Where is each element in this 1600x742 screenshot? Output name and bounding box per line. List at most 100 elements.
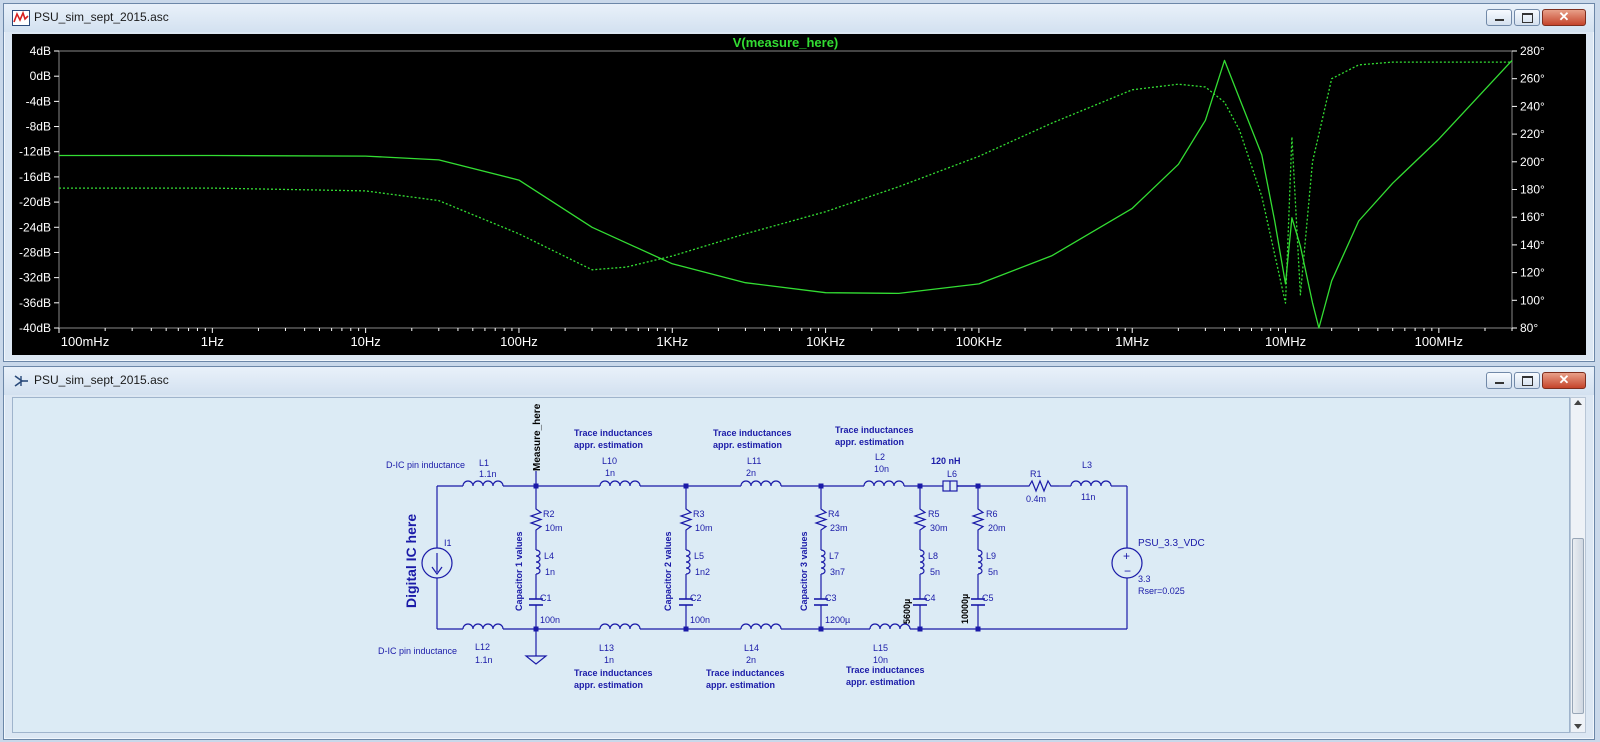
junction-node — [533, 483, 539, 489]
close-icon: ✕ — [1558, 372, 1570, 387]
inductor-L11[interactable] — [740, 480, 782, 487]
component-value-L7: 3n7 — [830, 567, 845, 577]
x-tick-label: 10KHz — [806, 334, 845, 349]
inductor-L6[interactable] — [942, 480, 958, 492]
plot-window-titlebar[interactable]: PSU_sim_sept_2015.asc ✕ — [4, 4, 1594, 32]
component-value-L4: 1n — [545, 567, 555, 577]
y-left-tick-label: -24dB — [19, 220, 51, 234]
resistor-R4[interactable] — [814, 506, 828, 534]
close-button[interactable]: ✕ — [1542, 9, 1586, 26]
current-source-I1[interactable] — [421, 547, 453, 579]
junction-node — [818, 483, 824, 489]
component-name-C1: C1 — [540, 593, 552, 603]
y-right-tick-label: 120° — [1520, 266, 1545, 280]
component-name-L12: L12 — [475, 642, 490, 652]
inductor-L5[interactable] — [685, 549, 691, 575]
minimize-icon — [1495, 382, 1504, 384]
capacitor-C5[interactable] — [971, 598, 985, 606]
component-name-psu: PSU_3.3_VDC — [1138, 538, 1205, 549]
inductor-L12[interactable] — [462, 623, 504, 630]
inductor-L1[interactable] — [462, 480, 504, 487]
component-name-L3: L3 — [1082, 460, 1092, 470]
close-icon: ✕ — [1558, 9, 1570, 24]
y-left-tick-label: -12dB — [19, 145, 51, 159]
component-name-R5: R5 — [928, 509, 940, 519]
resistor-R6[interactable] — [971, 506, 985, 534]
inductor-L2[interactable] — [863, 480, 905, 487]
restore-icon — [1522, 376, 1533, 386]
inductor-L7[interactable] — [820, 549, 826, 575]
phase-trace[interactable] — [59, 61, 1512, 304]
voltage-source-psu[interactable]: +− — [1111, 547, 1143, 579]
component-value-C2: 100n — [690, 615, 710, 625]
junction-node — [683, 483, 689, 489]
bode-plot[interactable]: V(measure_here)4dB0dB-4dB-8dB-12dB-16dB-… — [12, 34, 1586, 355]
magnitude-trace[interactable] — [59, 59, 1513, 329]
inductor-L9[interactable] — [977, 549, 983, 575]
capacitor-C2[interactable] — [679, 598, 693, 606]
scroll-down-arrow-icon[interactable] — [1574, 724, 1582, 729]
resistor-R1[interactable] — [1025, 479, 1059, 493]
minimize-button[interactable] — [1486, 372, 1512, 389]
component-name-C2: C2 — [690, 593, 702, 603]
component-name-R6: R6 — [986, 509, 998, 519]
component-value-C5: 10000µ — [960, 594, 970, 624]
y-left-tick-label: 0dB — [30, 69, 51, 83]
y-left-tick-label: -36dB — [19, 296, 51, 310]
capacitor-C4[interactable] — [913, 598, 927, 606]
component-name-R2: R2 — [543, 509, 555, 519]
inductor-L13[interactable] — [599, 623, 641, 630]
vertical-scrollbar[interactable] — [1570, 397, 1586, 733]
inductor-L15[interactable] — [869, 623, 911, 630]
inductor-L10[interactable] — [599, 480, 641, 487]
trace-title[interactable]: V(measure_here) — [733, 35, 839, 50]
restore-button[interactable] — [1514, 372, 1540, 389]
component-name-R4: R4 — [828, 509, 840, 519]
close-button[interactable]: ✕ — [1542, 372, 1586, 389]
annotation-trace-1: Trace inductances — [713, 428, 792, 438]
y-right-tick-label: 160° — [1520, 210, 1545, 224]
inductor-L4[interactable] — [535, 549, 541, 575]
component-name-L1: L1 — [479, 458, 489, 468]
inductor-L14[interactable] — [740, 623, 782, 630]
component-value-L9: 5n — [988, 567, 998, 577]
annotation-trace-0: Trace inductances — [574, 428, 653, 438]
component-value-R5: 30m — [930, 523, 948, 533]
inductor-L8[interactable] — [919, 549, 925, 575]
annotation-cap3: Capacitor 3 values — [799, 531, 809, 611]
resistor-R5[interactable] — [913, 506, 927, 534]
scrollbar-thumb[interactable] — [1572, 538, 1584, 714]
component-value-L5: 1n2 — [695, 567, 710, 577]
component-value-L3: 11n — [1081, 492, 1095, 502]
x-tick-label: 100MHz — [1415, 334, 1463, 349]
component-value-C3: 1200µ — [825, 615, 850, 625]
resistor-R3[interactable] — [679, 506, 693, 534]
inductor-L3[interactable] — [1070, 480, 1112, 487]
component-name-L11: L11 — [747, 456, 761, 466]
component-value-R4: 23m — [830, 523, 848, 533]
x-tick-label: 1Hz — [201, 334, 224, 349]
schematic-window-titlebar[interactable]: PSU_sim_sept_2015.asc ✕ — [4, 367, 1594, 395]
y-left-tick-label: -16dB — [19, 170, 51, 184]
y-left-tick-label: -32dB — [19, 271, 51, 285]
minimize-button[interactable] — [1486, 9, 1512, 26]
plot-window[interactable]: PSU_sim_sept_2015.asc ✕ V(measure_here)4… — [3, 3, 1595, 362]
restore-button[interactable] — [1514, 9, 1540, 26]
capacitor-C1[interactable] — [529, 598, 543, 606]
component-value-C1: 100n — [540, 615, 560, 625]
capacitor-C3[interactable] — [814, 598, 828, 606]
annotation-cap2: Capacitor 2 values — [663, 531, 673, 611]
y-right-tick-label: 100° — [1520, 293, 1545, 307]
y-left-tick-label: -40dB — [19, 321, 51, 335]
annotation-trace-3: Trace inductances — [574, 668, 653, 678]
schematic-window[interactable]: PSU_sim_sept_2015.asc ✕ — [3, 366, 1595, 740]
y-left-tick-label: -20dB — [19, 195, 51, 209]
resistor-R2[interactable] — [529, 506, 543, 534]
junction-node — [533, 626, 539, 632]
x-tick-label: 10Hz — [350, 334, 380, 349]
scroll-up-arrow-icon[interactable] — [1574, 400, 1582, 405]
waveform-icon — [12, 10, 30, 26]
